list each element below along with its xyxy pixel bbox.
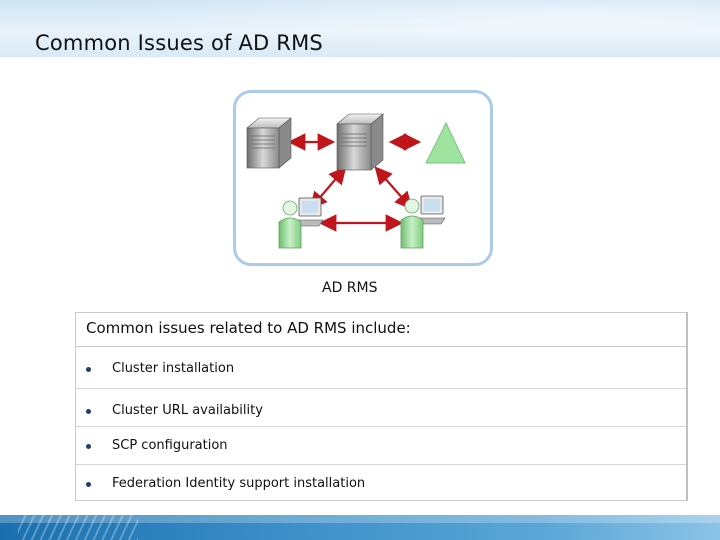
- arrow-center-to-user-right: [374, 166, 413, 210]
- footer-decoration: [18, 515, 138, 540]
- diagram-caption: AD RMS: [322, 280, 378, 296]
- server-left-icon: [246, 117, 292, 169]
- issue-row: Cluster URL availability: [76, 389, 686, 427]
- footer-sheen: [0, 515, 720, 523]
- issue-label: SCP configuration: [112, 438, 228, 453]
- user-computer-left-icon: [278, 197, 324, 249]
- server-center-icon: [336, 113, 384, 171]
- bullet-icon: [86, 409, 91, 414]
- bullet-icon: [86, 444, 91, 449]
- issues-header: Common issues related to AD RMS include:: [76, 313, 686, 347]
- issue-label: Cluster installation: [112, 361, 235, 376]
- issues-header-text: Common issues related to AD RMS include:: [86, 319, 411, 337]
- issues-table: Common issues related to AD RMS include:…: [75, 312, 688, 501]
- bullet-icon: [86, 482, 91, 487]
- triangle-icon: [425, 121, 466, 164]
- title-banner: Common Issues of AD RMS: [0, 0, 720, 57]
- issue-row: Federation Identity support installation: [76, 465, 686, 501]
- bullet-icon: [86, 367, 91, 372]
- user-computer-right-icon: [400, 195, 446, 249]
- issue-label: Cluster URL availability: [112, 403, 263, 418]
- ad-rms-diagram: [246, 113, 466, 249]
- issue-row: SCP configuration: [76, 427, 686, 465]
- issue-row: Cluster installation: [76, 347, 686, 389]
- banner-sheen: [0, 0, 720, 57]
- slide-title: Common Issues of AD RMS: [35, 31, 323, 55]
- footer-bar: [0, 515, 720, 540]
- issue-label: Federation Identity support installation: [112, 476, 366, 491]
